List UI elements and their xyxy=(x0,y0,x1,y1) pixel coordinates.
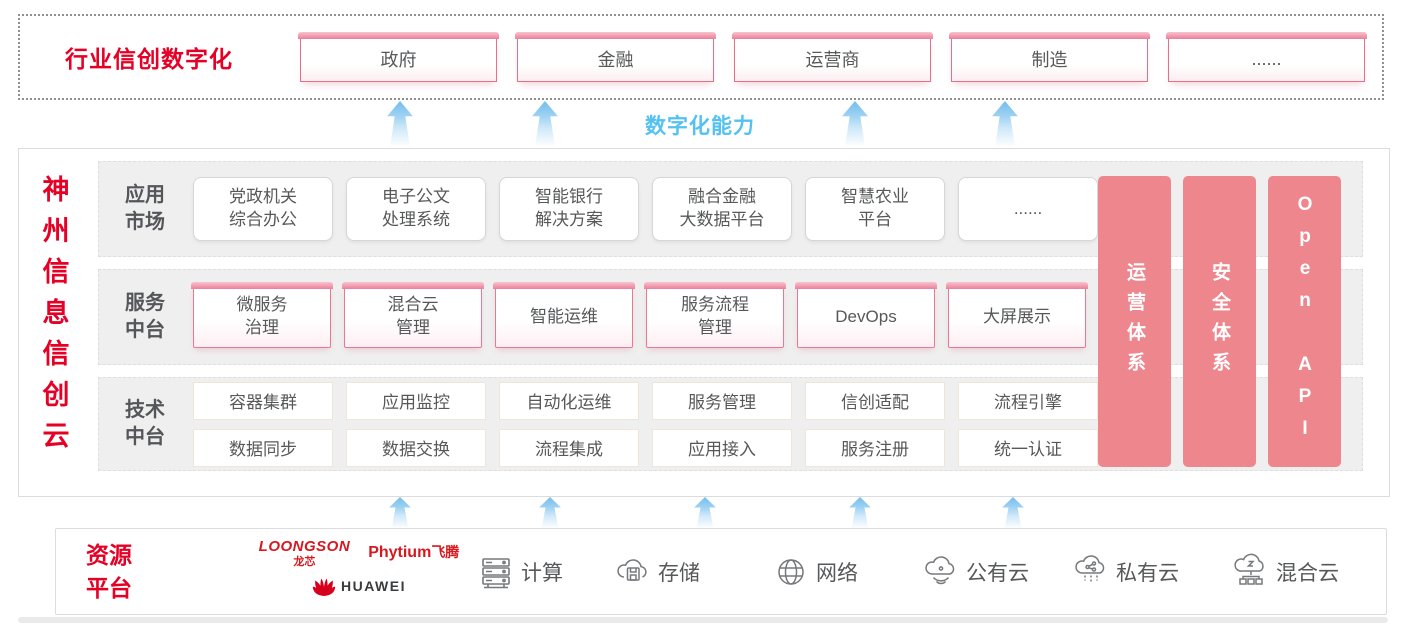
app-market-boxes: 党政机关 综合办公 电子公文 处理系统 智能银行 解决方案 融合金融 大数据平台… xyxy=(193,177,1098,241)
storage-cloud-icon xyxy=(613,552,653,592)
service-platform-row: 服务 中台 微服务 治理 混合云 管理 智能运维 服务流程 管理 DevOps … xyxy=(98,269,1363,365)
resource-panel-title: 资源 平台 xyxy=(86,542,132,601)
tech-box: 流程集成 xyxy=(499,428,639,467)
industry-box-operator: 运营商 xyxy=(732,32,933,82)
up-arrow-icon xyxy=(532,101,558,146)
public-cloud-icon xyxy=(921,552,961,592)
service-box: 服务流程 管理 xyxy=(644,282,786,348)
resource-item-storage: 存储 xyxy=(613,529,700,614)
tech-box: 数据同步 xyxy=(193,428,333,467)
resource-item-label: 存储 xyxy=(658,561,700,585)
pillar-label: Open API xyxy=(1294,193,1316,450)
phytium-chinese: 飞腾 xyxy=(431,544,460,560)
tech-row-upper: 容器集群 应用监控 自动化运维 服务管理 信创适配 流程引擎 xyxy=(193,381,1098,420)
server-icon xyxy=(476,552,516,592)
tech-box: 应用监控 xyxy=(346,381,486,420)
industry-box-more: ...... xyxy=(1166,32,1367,82)
industry-box-finance: 金融 xyxy=(515,32,716,82)
app-box: 智能银行 解决方案 xyxy=(499,177,639,241)
service-box: 大屏展示 xyxy=(946,282,1088,348)
up-arrow-icon xyxy=(387,101,413,146)
app-box: 党政机关 综合办公 xyxy=(193,177,333,241)
tech-box: 信创适配 xyxy=(805,381,945,420)
app-box: 智慧农业 平台 xyxy=(805,177,945,241)
industry-band: 行业信创数字化 xyxy=(18,14,1384,100)
pillar-label: 安全体系 xyxy=(1209,261,1230,382)
resource-item-public-cloud: 公有云 xyxy=(921,529,1029,614)
industry-box-government: 政府 xyxy=(298,32,499,82)
app-market-label: 应用 市场 xyxy=(125,184,165,233)
service-box: 微服务 治理 xyxy=(191,282,333,348)
resource-item-label: 私有云 xyxy=(1116,561,1179,585)
service-box: 混合云 管理 xyxy=(342,282,484,348)
huawei-logo: HUAWEI xyxy=(214,575,504,597)
tech-box: 数据交换 xyxy=(346,428,486,467)
industry-band-title: 行业信创数字化 xyxy=(65,46,233,72)
resource-item-label: 公有云 xyxy=(966,561,1029,585)
industry-box-manufacturing: 制造 xyxy=(949,32,1150,82)
service-platform-boxes: 微服务 治理 混合云 管理 智能运维 服务流程 管理 DevOps 大屏展示 xyxy=(191,282,1088,348)
capability-label: 数字化能力 xyxy=(645,115,755,138)
huawei-flower-icon xyxy=(312,575,336,597)
tech-platform-label: 技术 中台 xyxy=(125,399,165,448)
pillar-label: 运营体系 xyxy=(1124,261,1145,382)
vendor-row-top: LOONGSON 龙芯 Phytium飞腾 xyxy=(214,538,504,569)
tech-box: 自动化运维 xyxy=(499,381,639,420)
app-box: 电子公文 处理系统 xyxy=(346,177,486,241)
huawei-wordmark: HUAWEI xyxy=(341,578,406,594)
up-arrow-icon xyxy=(694,497,716,528)
tech-box: 统一认证 xyxy=(958,428,1098,467)
tech-row-lower: 数据同步 数据交换 流程集成 应用接入 服务注册 统一认证 xyxy=(193,428,1098,467)
loongson-logo: LOONGSON 龙芯 xyxy=(259,538,351,569)
service-platform-label: 服务 中台 xyxy=(125,292,165,341)
app-box-more: ...... xyxy=(958,177,1098,241)
tech-platform-row: 技术 中台 容器集群 应用监控 自动化运维 服务管理 信创适配 流程引擎 数据同… xyxy=(98,377,1363,471)
up-arrow-icon xyxy=(389,497,411,528)
pillar-operations-system: 运营体系 xyxy=(1098,176,1171,467)
loongson-wordmark: LOONGSON xyxy=(258,538,351,555)
tech-box: 应用接入 xyxy=(652,428,792,467)
up-arrow-icon xyxy=(842,101,868,146)
hybrid-cloud-icon xyxy=(1231,552,1271,592)
service-box: 智能运维 xyxy=(493,282,635,348)
platform-vertical-title: 神州信息信创云 xyxy=(42,175,70,451)
resource-item-compute: 计算 xyxy=(476,529,563,614)
up-arrow-icon xyxy=(1002,497,1024,528)
service-box: DevOps xyxy=(795,282,937,348)
up-arrow-icon xyxy=(992,101,1018,146)
bottom-divider xyxy=(18,617,1388,623)
app-box: 融合金融 大数据平台 xyxy=(652,177,792,241)
up-arrow-icon xyxy=(849,497,871,528)
phytium-wordmark: Phytium xyxy=(368,544,432,561)
pillar-open-api: Open API xyxy=(1268,176,1341,467)
tech-box: 服务注册 xyxy=(805,428,945,467)
resource-item-label: 网络 xyxy=(816,561,858,585)
vendor-logos: LOONGSON 龙芯 Phytium飞腾 xyxy=(214,538,504,597)
loongson-chinese: 龙芯 xyxy=(293,556,316,568)
tech-box: 容器集群 xyxy=(193,381,333,420)
private-cloud-icon xyxy=(1071,552,1111,592)
resource-item-network: 网络 xyxy=(771,529,858,614)
resource-item-label: 计算 xyxy=(521,561,563,585)
resource-panel: 资源 平台 LOONGSON 龙芯 Phytium飞腾 xyxy=(55,528,1387,615)
resource-item-label: 混合云 xyxy=(1276,561,1339,585)
pillar-security-system: 安全体系 xyxy=(1183,176,1256,467)
network-globe-icon xyxy=(771,552,811,592)
resource-item-hybrid-cloud: 混合云 xyxy=(1231,529,1339,614)
app-market-row: 应用 市场 党政机关 综合办公 电子公文 处理系统 智能银行 解决方案 融合金融… xyxy=(98,161,1363,257)
up-arrow-icon xyxy=(539,497,561,528)
tech-box: 流程引擎 xyxy=(958,381,1098,420)
platform-panel: 神州信息信创云 应用 市场 党政机关 综合办公 电子公文 处理系统 智能银行 解… xyxy=(18,148,1390,497)
tech-platform-boxes: 容器集群 应用监控 自动化运维 服务管理 信创适配 流程引擎 数据同步 数据交换… xyxy=(193,381,1098,467)
phytium-logo: Phytium飞腾 xyxy=(368,542,459,562)
tech-box: 服务管理 xyxy=(652,381,792,420)
resource-item-private-cloud: 私有云 xyxy=(1071,529,1179,614)
